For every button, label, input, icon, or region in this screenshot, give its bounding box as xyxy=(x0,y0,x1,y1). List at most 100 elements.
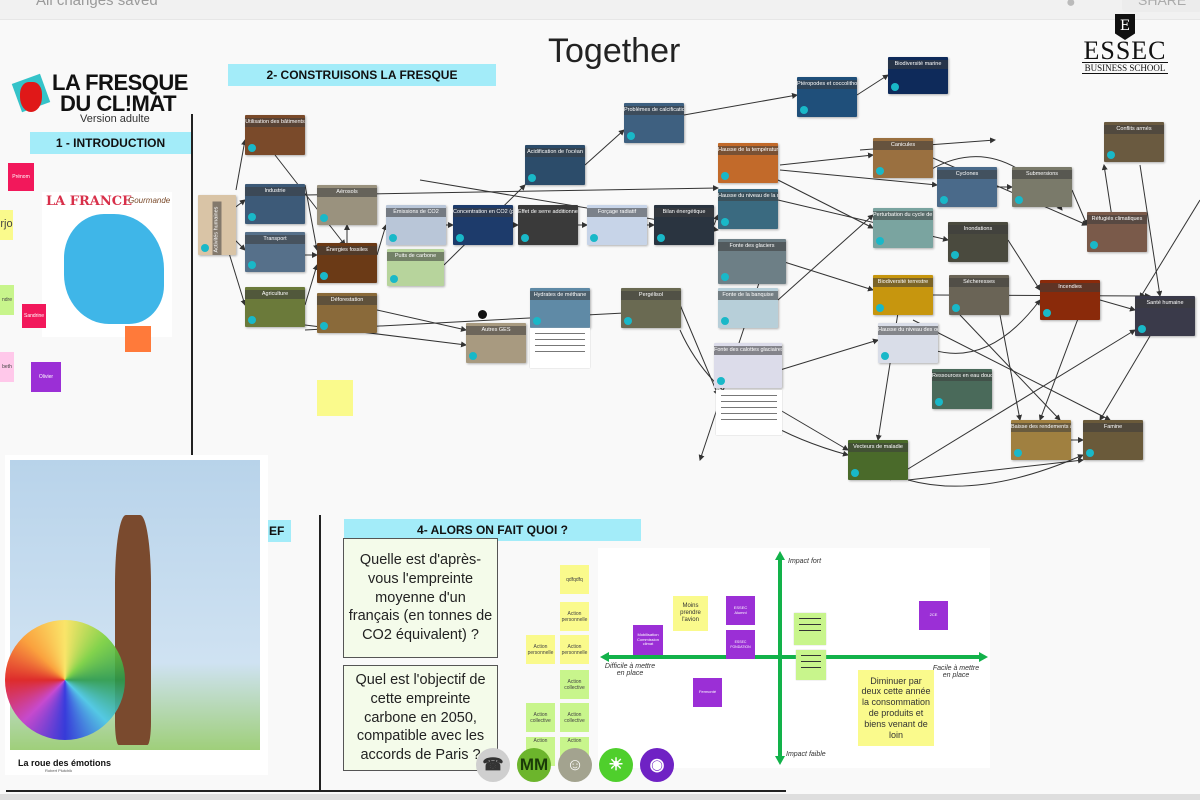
sticky-note[interactable]: beth xyxy=(0,352,14,382)
fresque-card[interactable]: Concentration en CO2 (ppm) xyxy=(453,205,513,245)
phone-avatar[interactable]: ☎ xyxy=(476,748,510,782)
fresque-card[interactable]: Industrie xyxy=(245,184,305,224)
connector-arrow[interactable] xyxy=(779,152,874,166)
fresque-card[interactable]: Aérosols xyxy=(317,185,377,225)
sticky-note[interactable]: ESSEC Alumni xyxy=(726,596,755,625)
share-button[interactable]: SHARE xyxy=(1122,0,1200,12)
sticky-note[interactable]: Action collective xyxy=(560,670,589,699)
fresque-card[interactable]: Hydrates de méthane xyxy=(530,288,590,328)
crab-avatar[interactable]: ☀ xyxy=(599,748,633,782)
sticky-note[interactable]: Action personnelle xyxy=(560,602,589,631)
sticky-note[interactable]: Action personnelle xyxy=(526,635,555,664)
fresque-card[interactable]: Bilan énergétique xyxy=(654,205,714,245)
koala-avatar[interactable]: ◉ xyxy=(640,748,674,782)
france-map-image[interactable]: LA FRANCE Gourmande xyxy=(42,192,172,337)
connector-arrow[interactable] xyxy=(304,264,319,306)
connector-arrow[interactable] xyxy=(779,409,849,451)
connector-arrow[interactable] xyxy=(713,214,719,226)
connector-arrow[interactable] xyxy=(683,92,798,116)
fresque-card[interactable]: Déforestation xyxy=(317,293,377,333)
fresque-card[interactable]: Réfugiés climatiques xyxy=(1087,212,1147,252)
connector-arrow[interactable] xyxy=(959,314,1061,421)
fresque-card[interactable]: Biodiversité terrestre xyxy=(873,275,933,315)
sticky-note[interactable]: ESSEC FONDATION xyxy=(726,630,755,659)
bottom-scrollbar[interactable] xyxy=(0,794,1200,800)
fresque-card[interactable]: Émissions de CO2 xyxy=(386,205,446,245)
connector-arrow[interactable] xyxy=(856,74,889,96)
fresque-card[interactable]: Autres GES xyxy=(466,323,526,363)
fresque-card[interactable]: Pergélisol xyxy=(621,288,681,328)
fresque-card[interactable]: Fonte de la banquise xyxy=(718,288,778,328)
connector-arrow[interactable] xyxy=(1099,299,1136,312)
avatar[interactable]: MM xyxy=(517,748,551,782)
connector-arrow[interactable] xyxy=(779,338,879,371)
connector-arrow[interactable] xyxy=(779,169,938,188)
fresque-card[interactable]: Effet de serre additionnel xyxy=(518,205,578,245)
sticky-note[interactable]: Olivier xyxy=(31,362,61,392)
question-box-1[interactable]: Quelle est d'après-vous l'empreinte moye… xyxy=(343,538,498,658)
fresque-card[interactable]: Ressources en eau douce xyxy=(932,369,992,409)
sticky-note[interactable]: Mobilisation Commission climat xyxy=(633,625,663,655)
connector-arrow[interactable] xyxy=(907,454,1084,487)
sticky-note[interactable] xyxy=(794,613,826,645)
connector-arrow[interactable] xyxy=(889,329,1136,481)
connector-arrow[interactable] xyxy=(376,309,467,332)
fresque-card[interactable]: Canicules xyxy=(873,138,933,178)
sticky-note[interactable]: qdfqdfq xyxy=(560,565,589,594)
connector-handle[interactable] xyxy=(478,310,487,319)
fresque-card[interactable]: Agriculture xyxy=(245,287,305,327)
text-note[interactable] xyxy=(716,390,782,435)
fresque-card[interactable]: Acidification de l'océan xyxy=(525,145,585,185)
fresque-card[interactable]: Puits de carbone xyxy=(387,249,444,286)
sticky-note[interactable]: Diminuer par deux cette année la consomm… xyxy=(858,670,934,746)
connector-arrow[interactable] xyxy=(584,129,625,166)
fresque-card[interactable]: Incendies xyxy=(1040,280,1100,320)
fresque-card[interactable]: Ptéropodes et coccolithophores xyxy=(797,77,857,117)
fresque-card[interactable]: Perturbation du cycle de l'eau xyxy=(873,208,933,248)
connector-arrow[interactable] xyxy=(677,299,719,396)
connector-arrow[interactable] xyxy=(907,457,1084,481)
sticky-note[interactable]: Moins prendre l'avion xyxy=(673,596,708,631)
fresque-card[interactable]: Transport xyxy=(245,232,305,272)
fresque-card[interactable]: Submersions xyxy=(1012,167,1072,207)
sticky-note[interactable]: Action collective xyxy=(526,703,555,732)
fresque-card[interactable]: Vecteurs de maladie xyxy=(848,440,908,480)
connector-arrow[interactable] xyxy=(304,184,320,251)
sticky-note[interactable]: ndre xyxy=(0,285,14,315)
fresque-card[interactable]: Fonte des glaciers xyxy=(718,239,786,284)
fresque-card[interactable]: Hausse du niveau des océans xyxy=(878,323,938,363)
sticky-note[interactable]: Fermonté xyxy=(693,678,722,707)
connector-arrow[interactable] xyxy=(1071,189,1088,226)
fresque-card[interactable]: Problèmes de calcification xyxy=(624,103,684,143)
sticky-note[interactable] xyxy=(125,326,151,352)
connector-arrow[interactable] xyxy=(1007,239,1041,291)
fresque-card[interactable]: Forçage radiatif xyxy=(587,205,647,245)
connector-arrow[interactable] xyxy=(777,179,874,229)
text-note[interactable] xyxy=(530,328,590,368)
fresque-card[interactable]: Famine xyxy=(1083,420,1143,460)
fresque-card[interactable]: Utilisation des bâtiments xyxy=(245,115,305,155)
connector-arrow[interactable] xyxy=(274,154,346,246)
connector-arrow[interactable] xyxy=(1139,199,1200,299)
sticky-note[interactable]: Sandrine xyxy=(22,304,46,328)
fresque-card[interactable]: Fonte des calottes glaciaires xyxy=(714,343,782,388)
fresque-card[interactable]: Énergies fossiles xyxy=(317,243,377,283)
connector-arrow[interactable] xyxy=(912,319,1111,421)
walrus-avatar[interactable]: ☺ xyxy=(558,748,592,782)
fresque-card[interactable]: Inondations xyxy=(948,222,1008,262)
fresque-card[interactable]: Conflits armés xyxy=(1104,122,1164,162)
connector-arrow[interactable] xyxy=(777,214,874,301)
sticky-note[interactable]: Action personnelle xyxy=(560,635,589,664)
sticky-note[interactable]: Prénom xyxy=(8,163,34,191)
sticky-note[interactable] xyxy=(317,380,353,416)
connector-arrow[interactable] xyxy=(1038,299,1086,421)
user-icon[interactable]: ● xyxy=(1066,0,1076,11)
fresque-card[interactable]: Biodiversité marine xyxy=(888,57,948,94)
sticky-note[interactable]: Action collective xyxy=(560,703,589,732)
fresque-card[interactable]: Santé humaine xyxy=(1135,296,1195,336)
sticky-note[interactable]: rjo xyxy=(0,210,13,240)
connector-arrow[interactable] xyxy=(777,259,874,292)
fresque-card[interactable]: Activités humaines xyxy=(198,195,236,255)
fresque-card[interactable]: Hausse du niveau de la mer xyxy=(718,189,778,229)
fresque-card[interactable]: Hausse de la température xyxy=(718,143,778,183)
